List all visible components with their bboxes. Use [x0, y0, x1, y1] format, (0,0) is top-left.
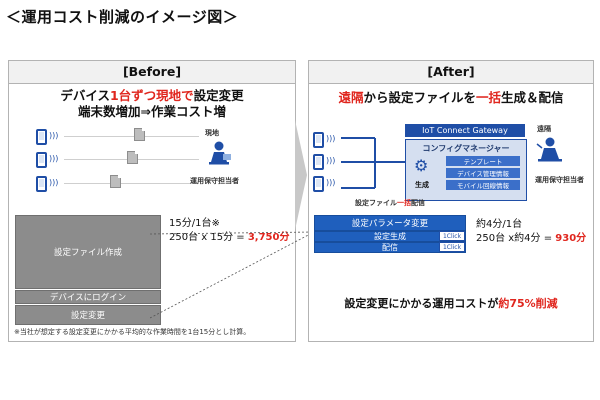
step-create-config: 設定ファイル作成	[15, 215, 161, 289]
before-body: デバイス1台ずつ現地で設定変更 端末数増加⇒作業コスト増 ))) ))) )))…	[9, 84, 295, 341]
before-result: 3,750分	[247, 232, 290, 243]
footnote: ※当社が想定する設定変更にかかる平均的な作業時間を1台15分とし計算。	[14, 328, 251, 336]
device-icon	[313, 154, 324, 170]
guide-lines	[150, 231, 315, 319]
signal-icon: )))	[49, 131, 59, 140]
signal-icon: )))	[326, 178, 336, 187]
after-result: 930分	[555, 233, 587, 244]
document-icon	[127, 151, 138, 164]
step-deliver: 配信	[314, 242, 466, 253]
config-manager-box: コンフィグマネージャー ⚙ 生成 テンプレート デバイス管理情報 モバイル回線情…	[405, 139, 527, 201]
before-header: [Before]	[9, 61, 295, 84]
device-icon	[36, 152, 47, 168]
before-headline-highlight: 1台ずつ現地で	[109, 88, 194, 103]
summary-highlight: 約75%削減	[498, 297, 558, 310]
step-change-params: 設定パラメータ変更	[314, 215, 466, 231]
transition-arrow	[295, 120, 307, 230]
document-icon	[110, 175, 121, 188]
one-click-badge: 1Click	[439, 231, 465, 241]
step-generate: 設定生成	[314, 231, 466, 242]
tag-template: テンプレート	[446, 156, 520, 166]
summary-text: 設定変更にかかる運用コストが約75%削減	[344, 297, 558, 310]
onsite-label: 現地	[205, 129, 219, 137]
connector-line	[64, 183, 199, 184]
signal-icon: )))	[49, 154, 59, 163]
staff-person-icon	[209, 141, 231, 165]
step-login-device: デバイスにログイン	[15, 290, 161, 304]
signal-icon: )))	[49, 178, 59, 187]
after-body: 遠隔から設定ファイルを一括生成＆配信 ))) ))) ))) IoT Conne…	[309, 84, 593, 341]
before-calculation: 15分/1台※ 250台 x 15分 = 3,750分	[169, 218, 290, 243]
before-subheadline: 端末数増加⇒作業コスト増	[78, 104, 226, 119]
before-headline: デバイス1台ずつ現地で設定変更	[60, 88, 244, 103]
gear-icon: ⚙	[414, 156, 429, 175]
generate-label: 生成	[415, 181, 429, 189]
tag-device-info: デバイス管理情報	[446, 168, 520, 178]
config-manager-label: コンフィグマネージャー	[422, 144, 510, 153]
tag-mobile-info: モバイル回線情報	[446, 180, 520, 190]
step-change-config: 設定変更	[15, 305, 161, 325]
staff-label: 運用保守担当者	[190, 177, 239, 185]
signal-icon: )))	[326, 134, 336, 143]
delivery-label: 設定ファイル一括配信	[355, 199, 425, 207]
remote-label: 遠隔	[537, 125, 551, 133]
before-panel: [Before] デバイス1台ずつ現地で設定変更 端末数増加⇒作業コスト増 ))…	[8, 60, 296, 342]
document-icon	[134, 128, 145, 141]
after-headline: 遠隔から設定ファイルを一括生成＆配信	[338, 90, 564, 105]
device-icon	[36, 129, 47, 145]
delivery-bracket	[341, 137, 405, 189]
staff-label: 運用保守担当者	[535, 176, 584, 184]
after-header: [After]	[309, 61, 593, 84]
after-calculation: 約4分/1台 250台 x約4分 = 930分	[476, 219, 587, 244]
gateway-title: IoT Connect Gateway	[405, 124, 525, 137]
one-click-badge: 1Click	[439, 242, 465, 252]
device-icon	[313, 176, 324, 192]
page-title: ＜運用コスト削減のイメージ図＞	[6, 8, 239, 26]
connector-line	[64, 136, 199, 137]
signal-icon: )))	[326, 156, 336, 165]
staff-person-icon	[536, 137, 562, 162]
device-icon	[313, 132, 324, 148]
device-icon	[36, 176, 47, 192]
after-panel: [After] 遠隔から設定ファイルを一括生成＆配信 ))) ))) ))) I…	[308, 60, 594, 342]
